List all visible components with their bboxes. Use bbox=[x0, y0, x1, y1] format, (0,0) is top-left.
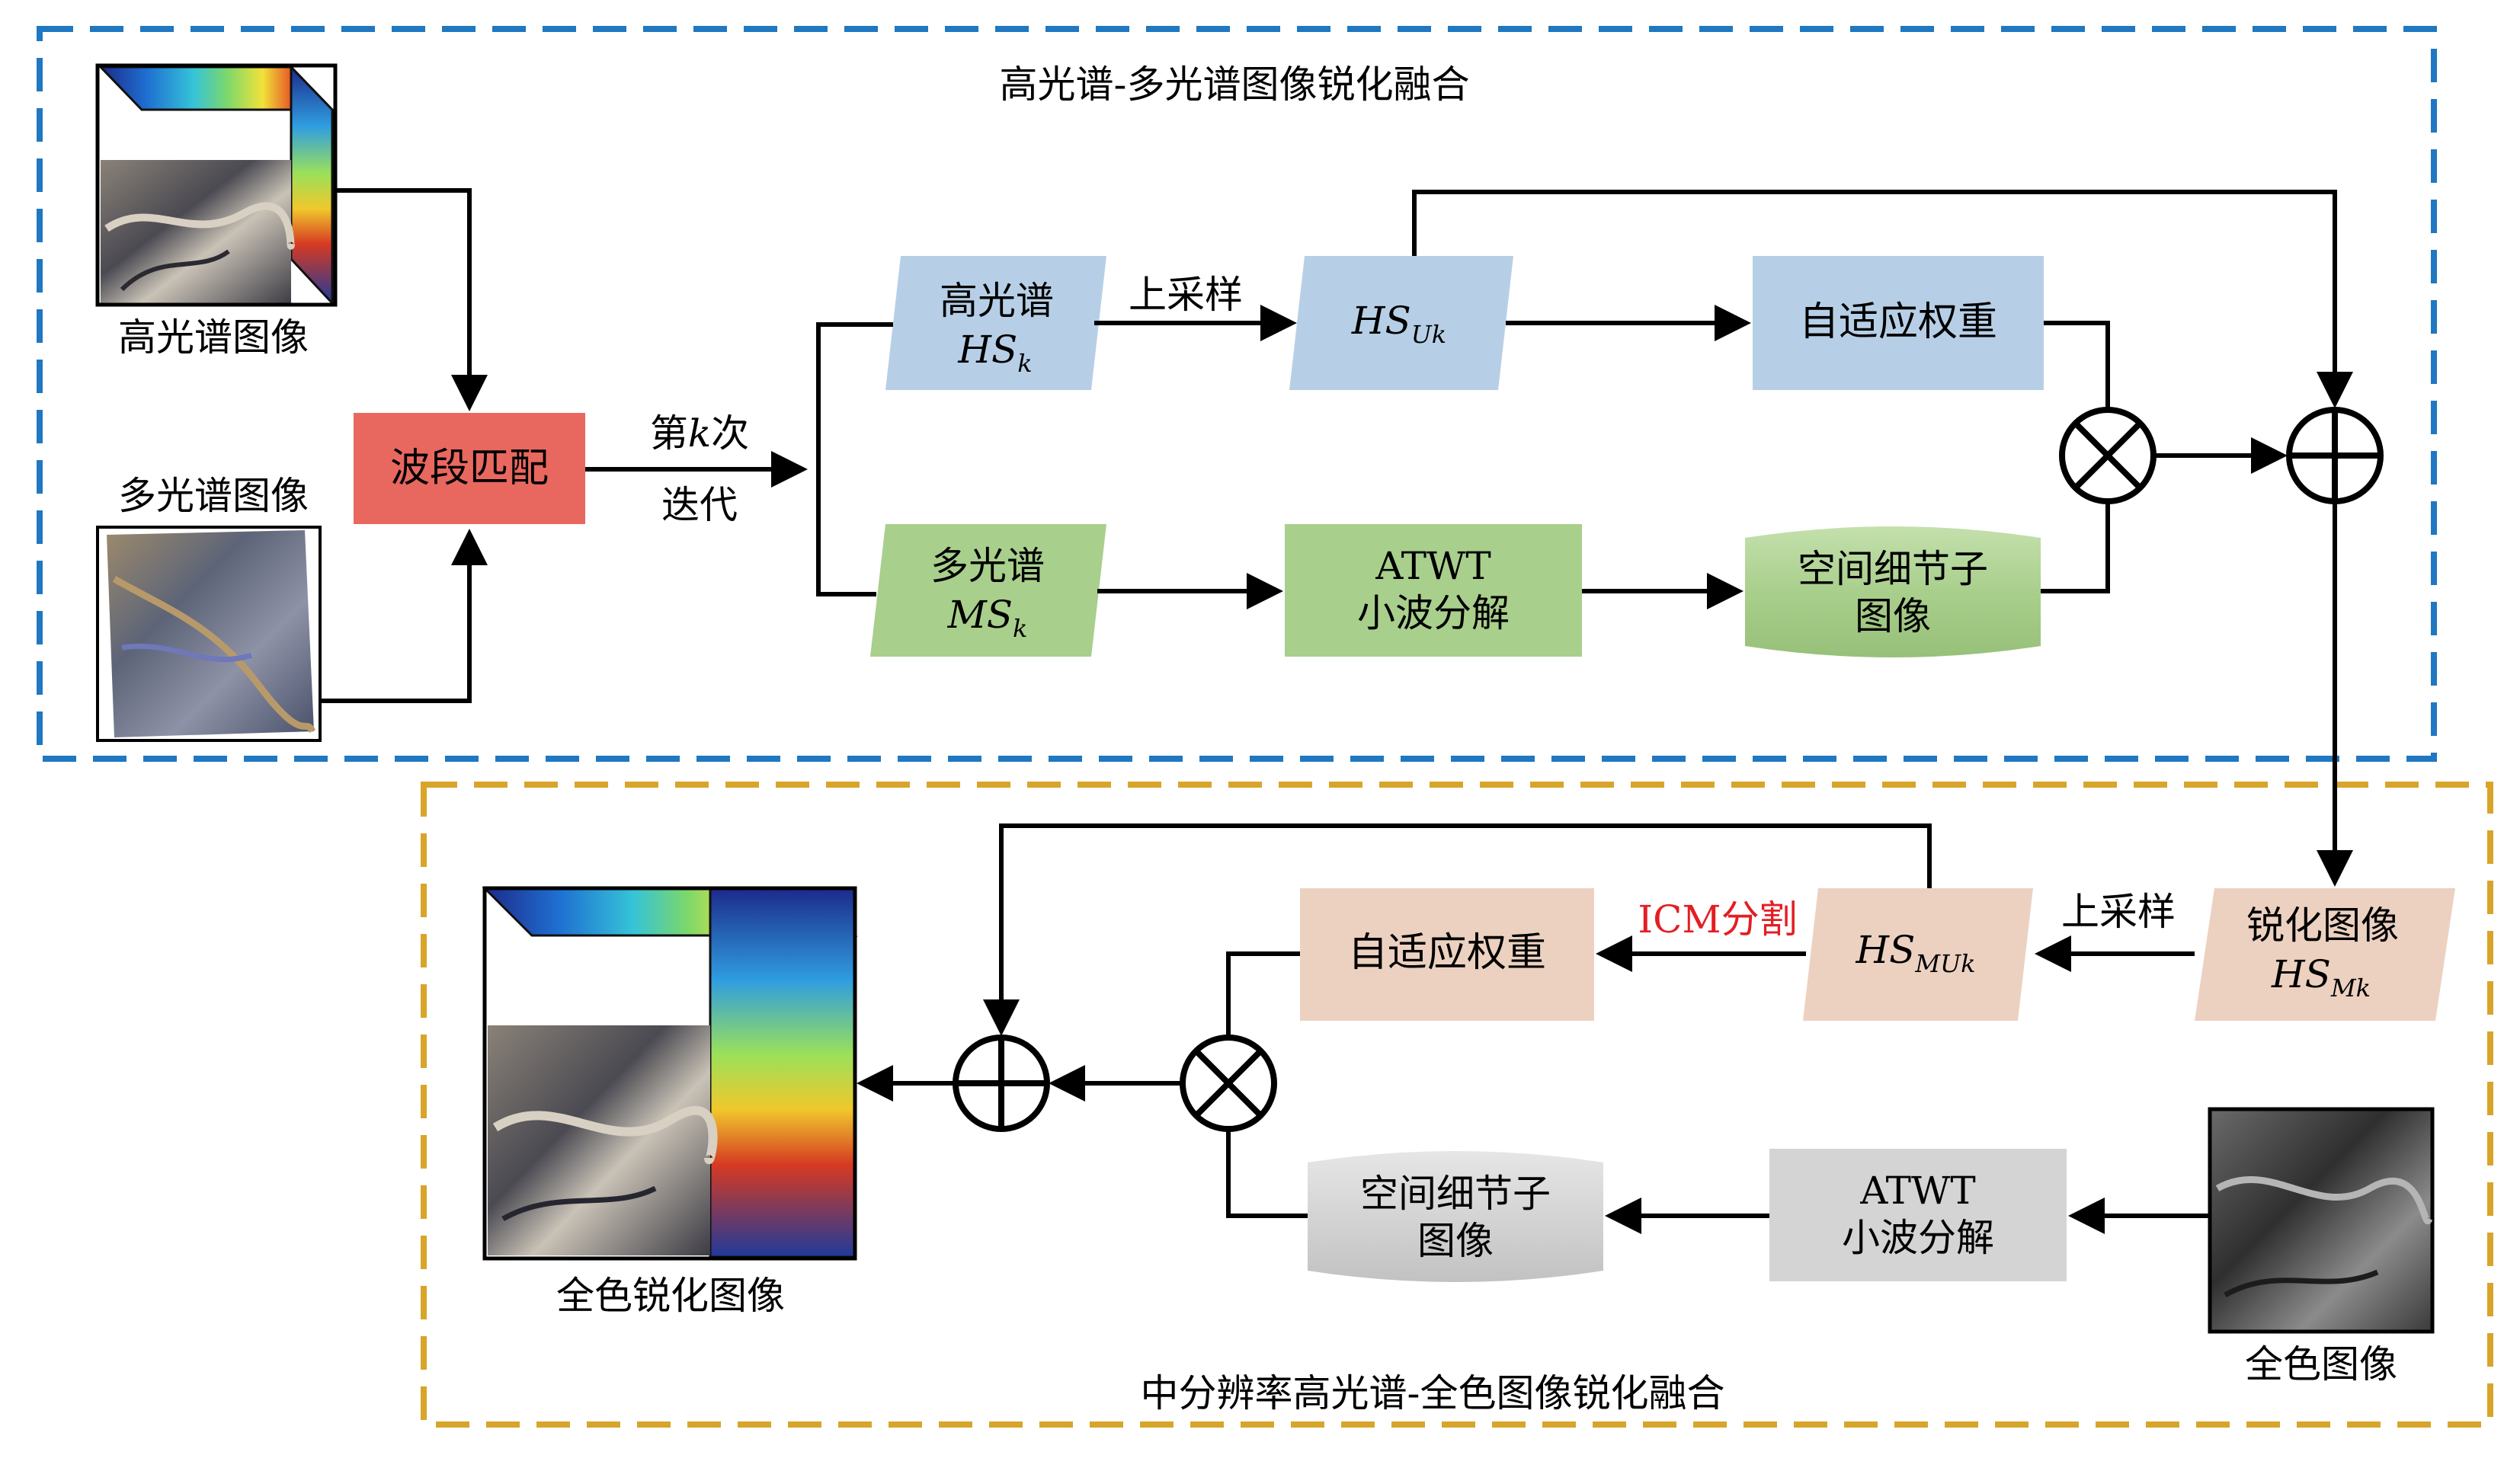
multispectral-image bbox=[96, 526, 322, 742]
adaptive-weight-bottom-box bbox=[1300, 888, 1594, 1021]
adaptive-weight-top-box bbox=[1753, 256, 2044, 390]
spatial-detail-bottom-line1: 空间细节子 bbox=[1360, 1172, 1551, 1216]
adaptive-weight-bottom-label: 自适应权重 bbox=[1348, 930, 1546, 976]
add-operator-bottom bbox=[953, 1034, 1050, 1132]
hs-k-line1: 高光谱 bbox=[940, 279, 1054, 323]
atwt-bottom-line1: ATWT bbox=[1859, 1169, 1975, 1213]
sharpened-hs-mk-symbol: HSMk bbox=[2271, 952, 2371, 1003]
multiply-operator-top bbox=[2059, 407, 2157, 504]
hs-muk-box bbox=[1803, 888, 2033, 1021]
panchromatic-label: 全色图像 bbox=[2245, 1342, 2397, 1386]
upsample-top-label: 上采样 bbox=[1129, 273, 1243, 317]
hs-uk-box bbox=[1289, 256, 1513, 390]
iteration-line2: 迭代 bbox=[661, 483, 738, 527]
iteration-line1: 第k次 bbox=[650, 411, 749, 456]
output-label: 全色锐化图像 bbox=[556, 1274, 785, 1318]
multispectral-label: 多光谱图像 bbox=[118, 474, 309, 518]
sharpened-hs-mk-box bbox=[2195, 888, 2455, 1021]
hs-uk-symbol: HSUk bbox=[1351, 299, 1446, 349]
spatial-detail-bottom-cylinder bbox=[1308, 1151, 1603, 1282]
icm-split-label: ICM分割 bbox=[1638, 897, 1797, 942]
multiply-operator-bottom bbox=[1180, 1034, 1277, 1132]
atwt-bottom-box bbox=[1769, 1149, 2067, 1281]
ms-k-symbol: MSk bbox=[947, 593, 1028, 643]
flow-connectors bbox=[320, 188, 2353, 1234]
bottom-section-title: 中分辨率高光谱-全色图像锐化融合 bbox=[1141, 1371, 1725, 1415]
pansharpened-output-image bbox=[482, 886, 858, 1261]
band-matching-box bbox=[354, 413, 585, 524]
ms-k-box bbox=[870, 524, 1106, 657]
spatial-detail-top-line2: 图像 bbox=[1855, 594, 1931, 638]
top-section-frame bbox=[37, 26, 2437, 762]
atwt-top-line1: ATWT bbox=[1375, 544, 1491, 588]
hs-muk-symbol: HSMUk bbox=[1856, 928, 1976, 978]
sharpened-hs-mk-line1: 锐化图像 bbox=[2246, 903, 2399, 948]
adaptive-weight-top-label: 自适应权重 bbox=[1799, 299, 1997, 345]
hs-k-symbol: HSk bbox=[957, 328, 1032, 378]
add-operator-top bbox=[2286, 407, 2384, 504]
upsample-bottom-label: 上采样 bbox=[2061, 890, 2176, 934]
bottom-section-frame bbox=[421, 782, 2493, 1428]
top-section-title: 高光谱-多光谱图像锐化融合 bbox=[1000, 62, 1470, 107]
atwt-top-line2: 小波分解 bbox=[1357, 591, 1510, 635]
band-matching-label: 波段匹配 bbox=[390, 446, 549, 491]
spatial-detail-bottom-line2: 图像 bbox=[1417, 1219, 1494, 1263]
hyperspectral-label: 高光谱图像 bbox=[118, 315, 309, 360]
atwt-top-box bbox=[1285, 524, 1582, 657]
hyperspectral-image bbox=[95, 63, 338, 307]
spatial-detail-top-line1: 空间细节子 bbox=[1798, 547, 1988, 591]
panchromatic-image bbox=[2208, 1107, 2435, 1334]
ms-k-line1: 多光谱 bbox=[930, 544, 1045, 588]
hs-k-box bbox=[885, 256, 1106, 390]
spatial-detail-top-cylinder bbox=[1745, 526, 2041, 657]
atwt-bottom-line2: 小波分解 bbox=[1842, 1216, 1994, 1260]
